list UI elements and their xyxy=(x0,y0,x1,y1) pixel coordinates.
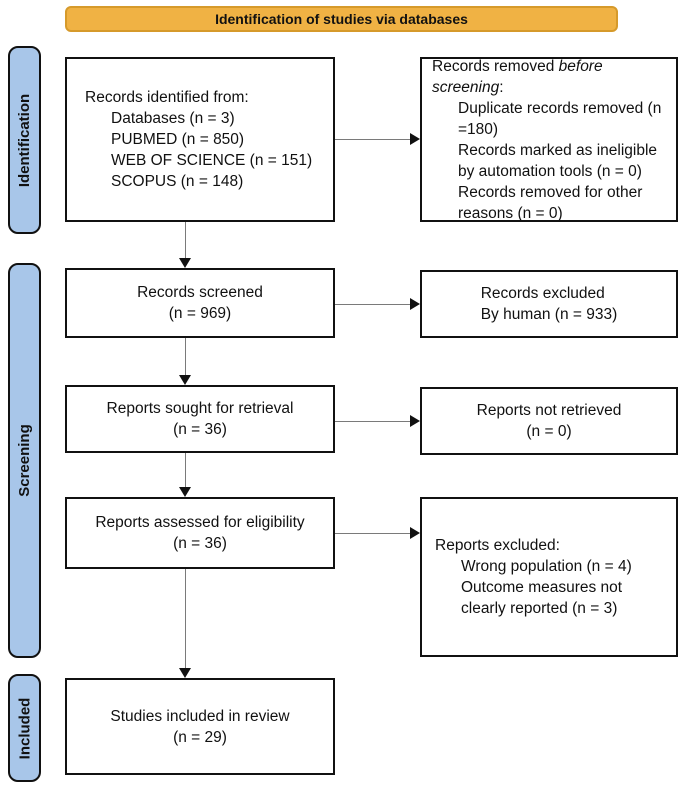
records-identified-item: WEB OF SCIENCE (n = 151) xyxy=(111,152,313,169)
stage-label-included-text: Included xyxy=(16,697,34,759)
box-records-identified: Records identified from: Databases (n = … xyxy=(65,57,335,222)
arrow-assessed-to-reports-excluded xyxy=(335,527,420,539)
arrow-line xyxy=(184,569,186,669)
reports-not-retrieved-count: (n = 0) xyxy=(526,423,572,440)
arrowhead-right-icon xyxy=(410,527,420,539)
reports-excluded-item: Outcome measures not clearly reported (n… xyxy=(461,579,623,617)
arrow-identified-to-removed xyxy=(335,133,420,145)
banner: Identification of studies via databases xyxy=(65,6,618,32)
arrow-line xyxy=(184,453,186,488)
arrowhead-down-icon xyxy=(179,487,191,497)
records-removed-item: Records removed for other reasons (n = 0… xyxy=(458,183,643,222)
arrow-line xyxy=(335,532,411,534)
records-excluded-line1: Records excluded xyxy=(480,285,605,302)
records-removed-item: Records marked as ineligible by automati… xyxy=(458,141,658,180)
reports-sought-line1: Reports sought for retrieval xyxy=(106,400,294,417)
arrow-sought-to-assessed xyxy=(179,453,191,497)
box-reports-not-retrieved: Reports not retrieved (n = 0) xyxy=(420,387,678,455)
banner-title: Identification of studies via databases xyxy=(215,11,468,27)
stage-label-identification: Identification xyxy=(8,46,41,234)
reports-excluded-item: Wrong population (n = 4) xyxy=(461,558,632,575)
stage-label-included: Included xyxy=(8,674,41,782)
arrow-line xyxy=(184,338,186,376)
arrowhead-down-icon xyxy=(179,258,191,268)
stage-label-screening: Screening xyxy=(8,263,41,658)
records-removed-item: Duplicate records removed (n =180) xyxy=(458,99,662,138)
records-removed-heading-suffix: : xyxy=(499,78,504,96)
arrow-sought-to-not-retrieved xyxy=(335,415,420,427)
records-screened-line1: Records screened xyxy=(137,284,263,301)
box-studies-included: Studies included in review (n = 29) xyxy=(65,678,335,775)
records-removed-heading: Records removed before screening: xyxy=(432,56,670,98)
records-removed-heading-italic: before screening xyxy=(432,57,603,96)
arrowhead-right-icon xyxy=(410,415,420,427)
reports-not-retrieved-line1: Reports not retrieved xyxy=(476,402,622,419)
box-reports-assessed: Reports assessed for eligibility (n = 36… xyxy=(65,497,335,569)
records-excluded-line2: By human (n = 933) xyxy=(480,306,618,323)
arrowhead-down-icon xyxy=(179,375,191,385)
arrow-line xyxy=(335,303,411,305)
box-records-removed: Records removed before screening: Duplic… xyxy=(420,57,678,222)
arrowhead-down-icon xyxy=(179,668,191,678)
records-removed-heading-prefix: Records removed xyxy=(432,57,559,75)
reports-excluded-heading: Reports excluded: xyxy=(435,537,560,554)
box-reports-excluded: Reports excluded: Wrong population (n = … xyxy=(420,497,678,657)
arrow-line xyxy=(335,138,411,140)
stage-label-screening-text: Screening xyxy=(16,424,33,497)
arrow-line xyxy=(184,222,186,259)
arrow-line xyxy=(335,420,411,422)
arrow-screened-to-excluded xyxy=(335,298,420,310)
studies-included-line1: Studies included in review xyxy=(110,707,290,725)
box-records-excluded: Records excluded By human (n = 933) xyxy=(420,270,678,338)
arrowhead-right-icon xyxy=(410,298,420,310)
studies-included-count: (n = 29) xyxy=(173,728,227,746)
records-identified-item: Databases (n = 3) xyxy=(111,110,235,127)
stage-label-identification-text: Identification xyxy=(16,93,33,187)
arrow-screened-to-sought xyxy=(179,338,191,385)
records-identified-item: PUBMED (n = 850) xyxy=(111,131,245,148)
arrowhead-right-icon xyxy=(410,133,420,145)
box-reports-sought: Reports sought for retrieval (n = 36) xyxy=(65,385,335,453)
arrow-assessed-to-included xyxy=(179,569,191,678)
arrow-identified-to-screened xyxy=(179,222,191,268)
records-screened-count: (n = 969) xyxy=(168,305,232,322)
reports-sought-count: (n = 36) xyxy=(173,421,227,438)
box-records-screened: Records screened (n = 969) xyxy=(65,268,335,338)
records-identified-heading: Records identified from: xyxy=(85,89,249,106)
records-identified-item: SCOPUS (n = 148) xyxy=(111,173,244,190)
reports-assessed-line1: Reports assessed for eligibility xyxy=(95,514,305,531)
reports-assessed-count: (n = 36) xyxy=(173,535,227,552)
